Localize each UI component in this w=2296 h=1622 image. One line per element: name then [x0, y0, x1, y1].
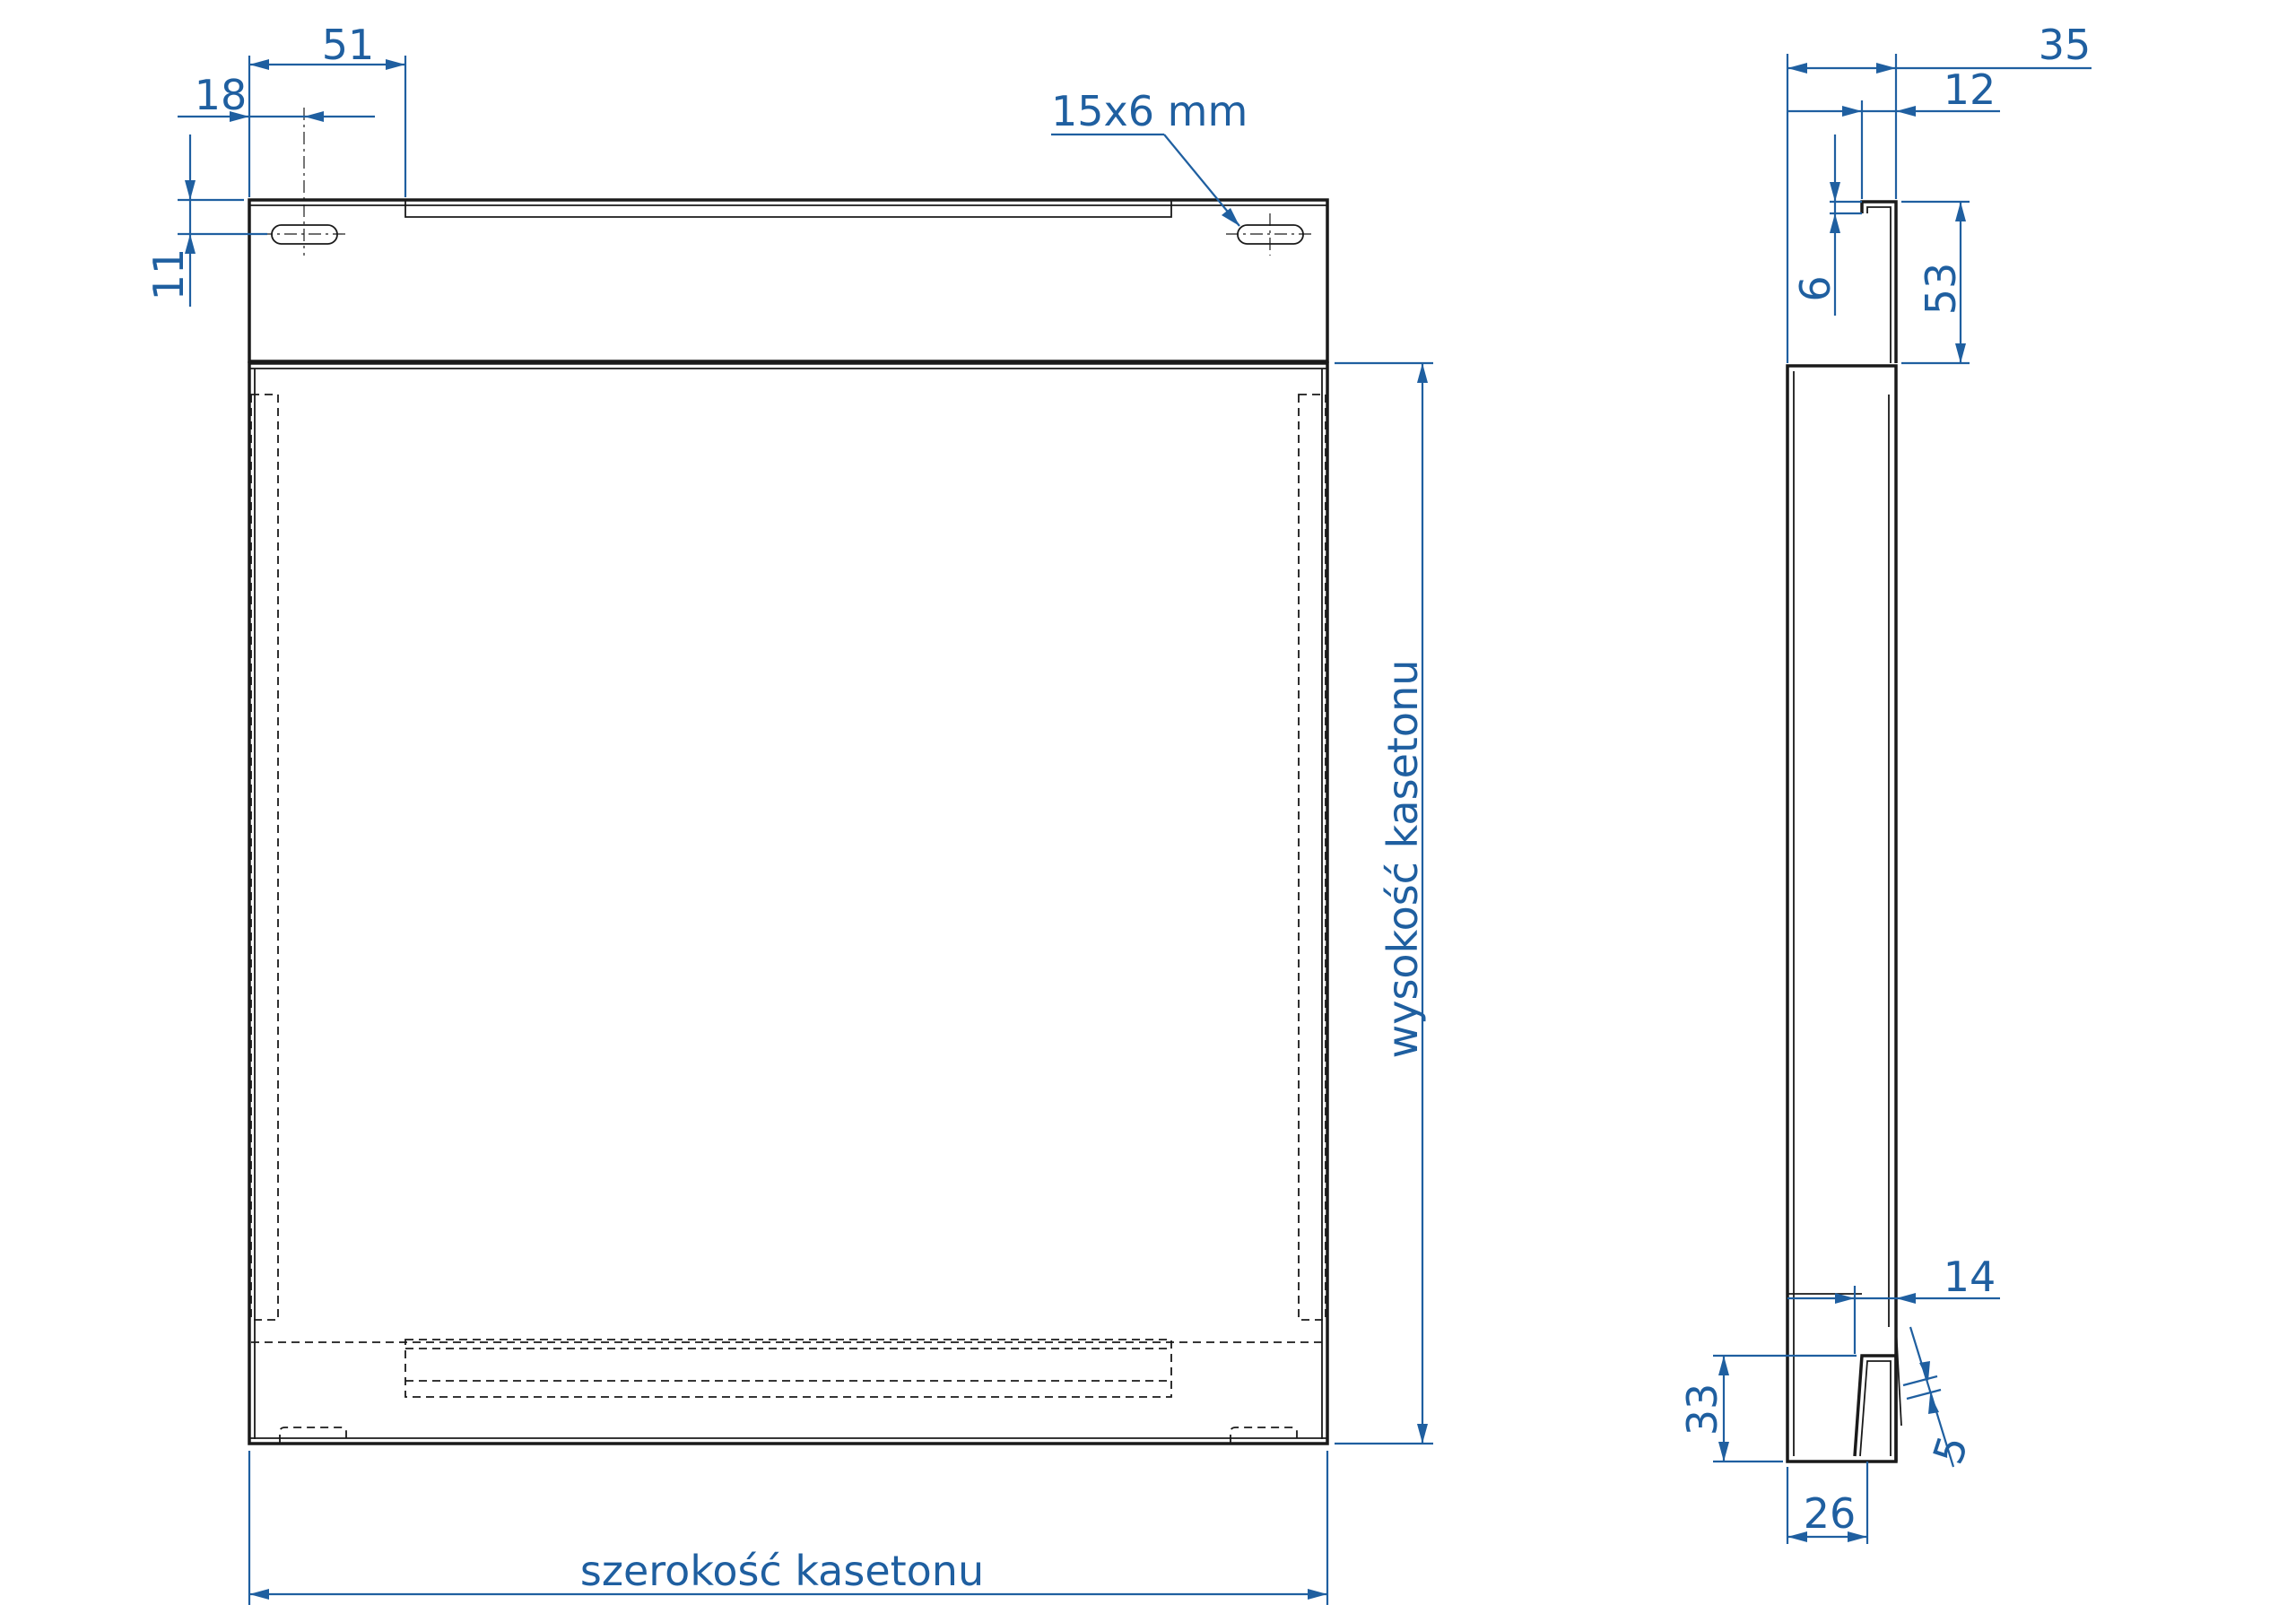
- flange-recess: [404, 201, 1172, 218]
- hidden-rail-right: [1298, 394, 1326, 1321]
- dim-14: 14: [1944, 1253, 1996, 1301]
- dim-33: 33: [1678, 1383, 1726, 1436]
- dim-6: 6: [1791, 275, 1839, 301]
- side-dimensions: 35 12 6 53 14 33: [1678, 21, 2092, 1544]
- front-view: [248, 108, 1329, 1445]
- bottom-hook: [1853, 1354, 1898, 1462]
- dim-53: 53: [1917, 263, 1965, 316]
- dim-5: 5: [1924, 1430, 1978, 1470]
- main-panel: [248, 361, 1329, 1445]
- dim-26: 26: [1804, 1489, 1857, 1538]
- hidden-rail-left: [250, 394, 279, 1321]
- side-view: [1786, 200, 1902, 1463]
- dim-51: 51: [322, 21, 375, 69]
- front-dimensions: 51 18 11 15x6 mm wysokość kasetonu szero…: [144, 21, 1433, 1605]
- top-flange: [248, 198, 1329, 363]
- height-label: wysokość kasetonu: [1378, 660, 1427, 1059]
- hidden-bottom-channel: [404, 1339, 1172, 1398]
- top-hook: [1860, 200, 1898, 363]
- dim-35: 35: [2039, 21, 2092, 69]
- dim-12: 12: [1944, 65, 1996, 114]
- side-body: [1786, 364, 1898, 1463]
- dim-18: 18: [195, 71, 248, 119]
- dim-11: 11: [144, 248, 193, 301]
- slot-callout: 15x6 mm: [1051, 87, 1248, 135]
- width-label: szerokość kasetonu: [580, 1547, 984, 1595]
